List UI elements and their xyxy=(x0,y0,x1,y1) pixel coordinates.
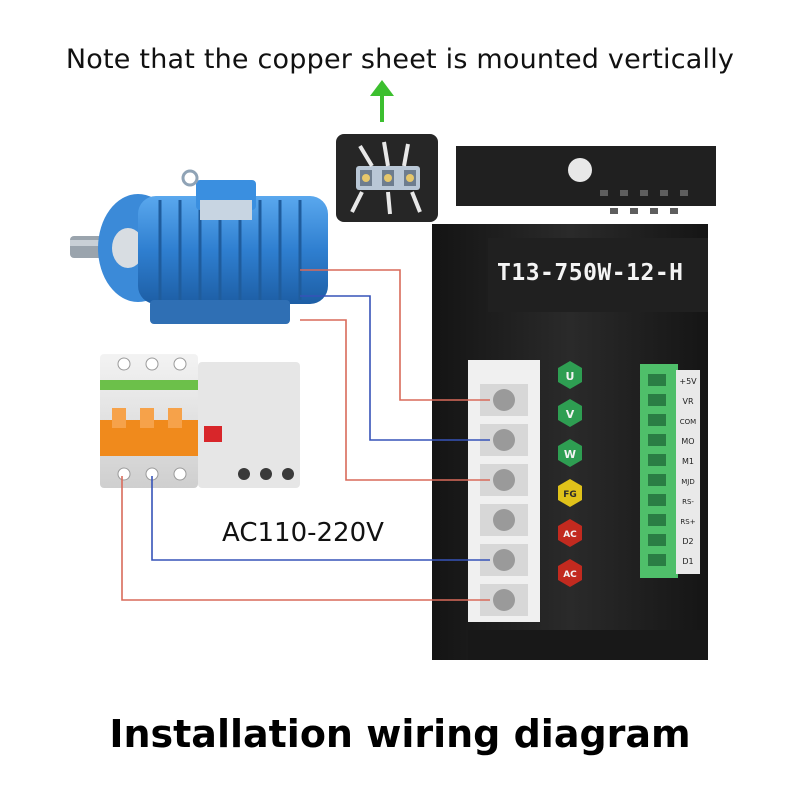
terminal-label-fg: FG xyxy=(558,479,582,507)
pin-label: MO xyxy=(681,437,694,446)
svg-text:AC: AC xyxy=(563,530,577,540)
motor-fins xyxy=(158,200,302,300)
terminal-label-ac-1: AC xyxy=(558,519,582,547)
terminal-screw xyxy=(480,544,528,576)
voltage-label: AC110-220V xyxy=(222,518,384,548)
pin-label: RS+ xyxy=(680,518,695,526)
pin-label: D1 xyxy=(682,557,693,566)
circuit-breaker xyxy=(100,354,300,488)
svg-text:FG: FG xyxy=(563,490,577,500)
pin-label: +5V xyxy=(679,377,697,386)
page-title: Installation wiring diagram xyxy=(109,712,691,756)
wire-motor-w xyxy=(300,319,490,481)
terminal-label-v: V xyxy=(558,399,582,427)
motor xyxy=(70,169,328,324)
driver-model-label: T13-750W-12-H xyxy=(497,260,684,286)
svg-text:U: U xyxy=(566,370,575,383)
terminal-label-u: U xyxy=(558,361,582,389)
wire-ac-blue xyxy=(151,476,490,561)
wire-ac-red xyxy=(121,476,490,601)
vent-holes xyxy=(600,190,688,214)
svg-text:W: W xyxy=(564,448,576,461)
up-arrow-icon xyxy=(370,80,394,122)
wire-motor-v xyxy=(300,295,490,441)
pin-label: D2 xyxy=(682,537,693,546)
wire-motor-u xyxy=(300,269,490,401)
svg-text:AC: AC xyxy=(563,570,577,580)
note-text: Note that the copper sheet is mounted ve… xyxy=(65,44,735,75)
pin-label: M1 xyxy=(682,457,694,466)
pin-label: COM xyxy=(680,418,696,426)
motor-terminal-labels: U V W FG AC AC xyxy=(558,361,582,587)
pin-label: MJD xyxy=(681,478,695,486)
terminal-screw xyxy=(480,584,528,616)
control-connector: +5V VR COM MO M1 MJD RS- RS+ D2 D1 xyxy=(640,364,700,578)
svg-text:V: V xyxy=(566,408,575,421)
copper-sheet-inset xyxy=(336,134,438,222)
terminal-screw xyxy=(480,504,528,536)
pin-label: VR xyxy=(682,397,693,406)
terminal-label-w: W xyxy=(558,439,582,467)
terminal-label-ac-2: AC xyxy=(558,559,582,587)
pin-label: RS- xyxy=(682,498,694,506)
connector-pins xyxy=(648,374,666,566)
wires xyxy=(121,269,490,601)
